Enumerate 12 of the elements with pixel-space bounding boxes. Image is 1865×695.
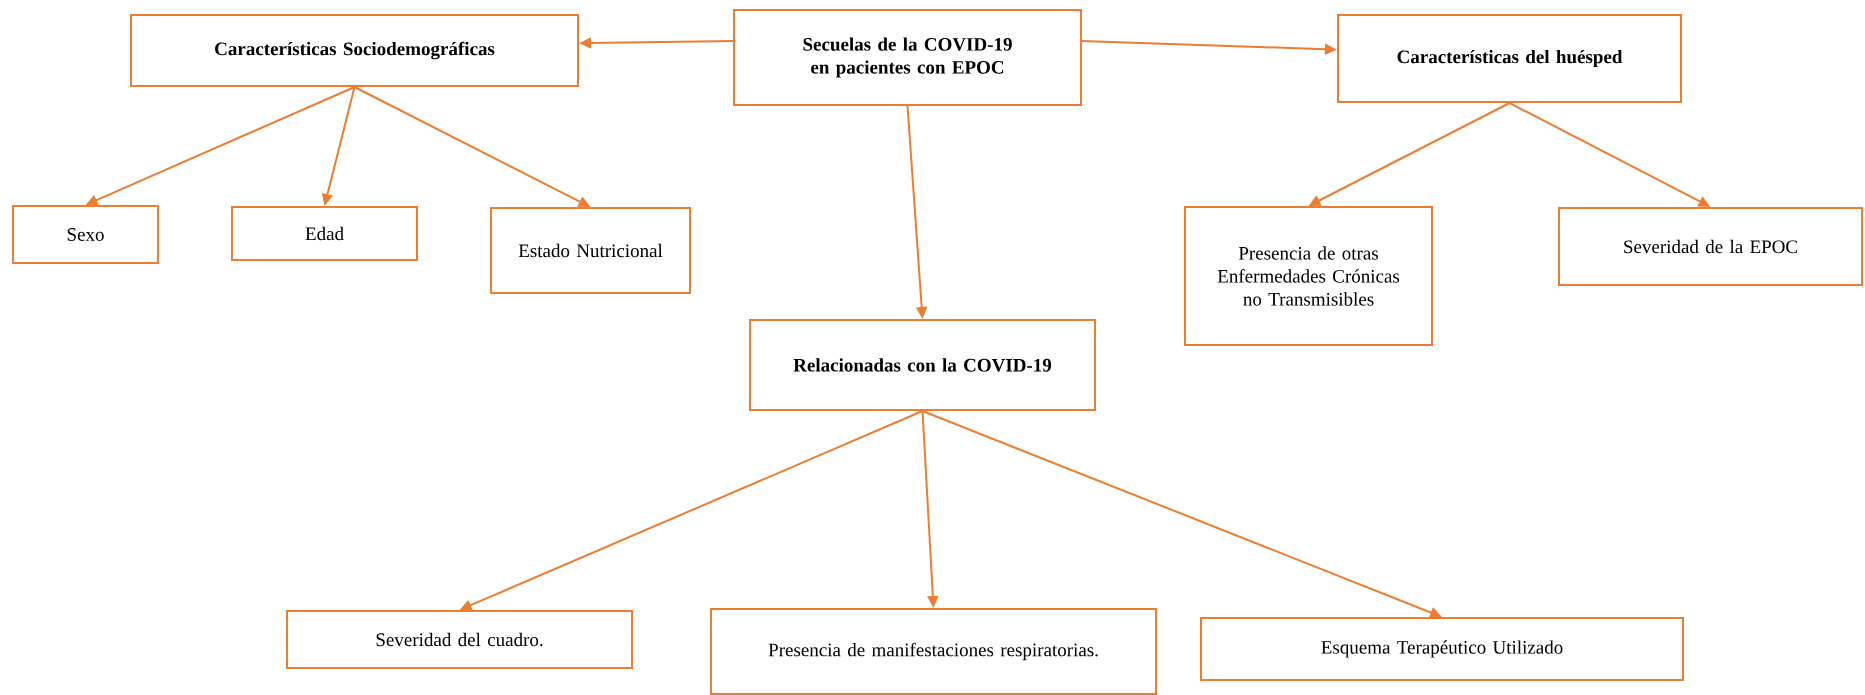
category-box: Presencia de otras Enfermedades Crónicas no Transmisibles [1184, 206, 1433, 346]
category-box: Severidad de la EPOC [1558, 207, 1863, 286]
category-box: Estado Nutricional [490, 207, 691, 294]
category-box: Presencia de manifestaciones respiratorias. [710, 608, 1157, 695]
category-box: Esquema Terapéutico Utilizado [1200, 617, 1684, 681]
heading-box: Relacionadas con la COVID-19 [749, 319, 1096, 411]
heading-box: Características Sociodemográficas [130, 14, 579, 87]
category-box: Severidad del cuadro. [286, 610, 633, 669]
heading-box: Secuelas de la COVID-19 en pacientes con EPOC [733, 9, 1082, 106]
category-box: Sexo [12, 205, 159, 264]
heading-box: Características del huésped [1337, 14, 1682, 103]
category-box: Edad [231, 206, 418, 261]
